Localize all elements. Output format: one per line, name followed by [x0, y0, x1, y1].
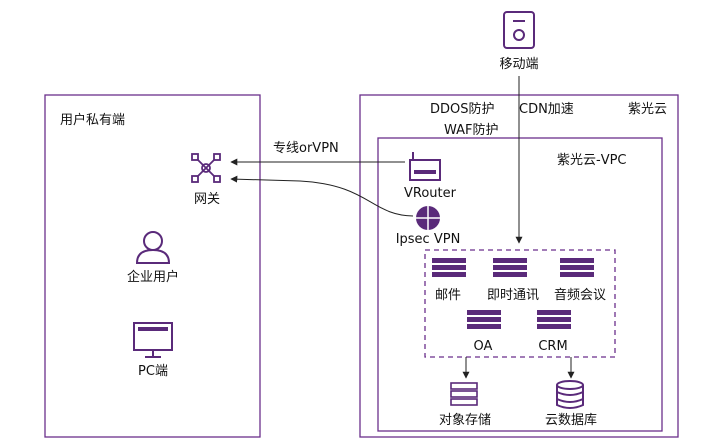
connectors: [230, 76, 575, 379]
gateway-label: 网关: [194, 192, 220, 207]
services-group: 邮件 即时通讯 音频会议 OA CRM: [424, 249, 616, 358]
user-icon: [135, 231, 171, 264]
gateway-icon: [191, 153, 221, 183]
ddos-label: DDOS防护: [430, 101, 495, 117]
database-label: 云数据库: [545, 412, 597, 428]
ipsec-vpn-label: Ipsec VPN: [396, 232, 461, 247]
server-icon-oa: [467, 310, 501, 329]
service-label-audio-conf: 音频会议: [554, 287, 606, 303]
service-label-crm: CRM: [538, 339, 567, 354]
ziguang-cloud-box: 紫光云 DDOS防护 CDN加速 WAF防护 紫光云-VPC VRouter I…: [359, 94, 679, 438]
router-icon: [409, 152, 441, 181]
mobile-label: 移动端: [499, 57, 538, 72]
dedicated-line-label: 专线orVPN: [273, 141, 339, 156]
server-icon-mail: [432, 258, 466, 277]
service-label-oa: OA: [474, 339, 493, 354]
server-icon-crm: [537, 310, 571, 329]
cdn-label: CDN加速: [519, 102, 574, 117]
server-icon-audio-conf: [560, 258, 594, 277]
mobile-phone-icon: [503, 11, 535, 49]
vpc-box: 紫光云-VPC VRouter Ipsec VPN: [377, 137, 663, 432]
private-cloud-title: 用户私有端: [60, 112, 125, 128]
waf-label: WAF防护: [444, 122, 499, 138]
ipsec-vpn-icon: [416, 206, 440, 230]
server-icon-im: [493, 258, 527, 277]
private-cloud-box: 用户私有端 网关 企业用户 PC端: [44, 94, 261, 438]
pc-monitor-icon: [133, 322, 173, 358]
vrouter-label: VRouter: [404, 186, 457, 201]
service-label-mail: 邮件: [435, 288, 461, 303]
ipsec-to-gateway-arrow: [230, 175, 414, 217]
service-label-im: 即时通讯: [487, 288, 539, 303]
object-storage-icon: [450, 382, 478, 406]
mobile-terminal: 移动端: [499, 11, 539, 72]
enterprise-user-label: 企业用户: [127, 269, 179, 285]
vpc-title: 紫光云-VPC: [557, 153, 627, 168]
ziguang-cloud-title: 紫光云: [628, 102, 667, 117]
database-icon: [556, 380, 584, 409]
object-storage-label: 对象存储: [439, 413, 491, 428]
pc-label: PC端: [138, 364, 168, 379]
